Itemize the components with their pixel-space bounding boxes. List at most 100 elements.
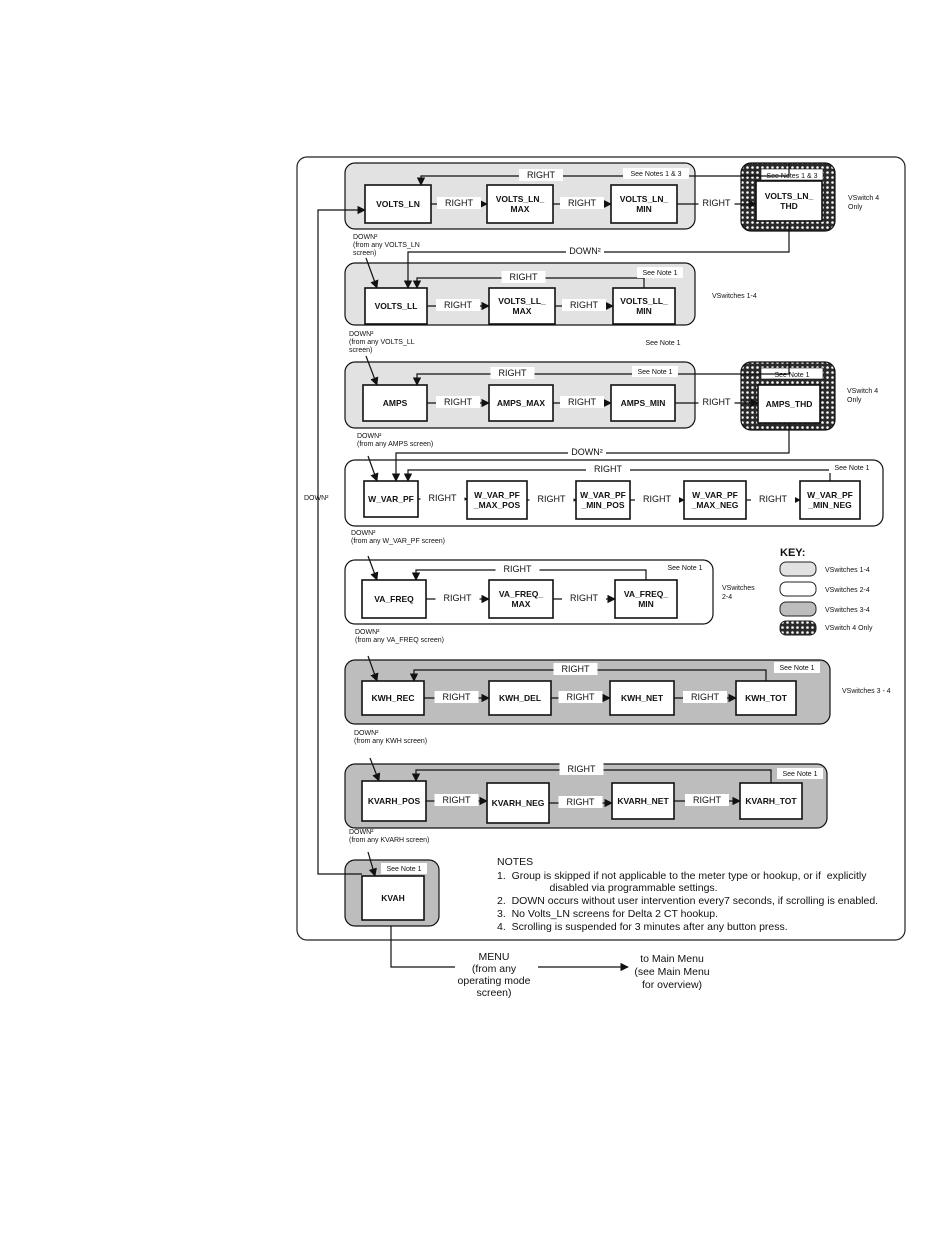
key-swatch-4 — [779, 620, 817, 636]
label-background — [558, 796, 603, 808]
right-label: RIGHT — [510, 272, 539, 282]
label-background — [559, 763, 604, 775]
right-label: RIGHT — [703, 198, 732, 208]
right-label: RIGHT — [443, 795, 472, 805]
right-loop-arrow — [416, 163, 790, 186]
label-background — [558, 691, 603, 703]
right-label: RIGHT — [703, 397, 732, 407]
screen-box — [361, 875, 425, 921]
screen-label: VA_FREQ — [374, 594, 414, 604]
down-arrow — [369, 757, 381, 782]
screen-label: W_VAR_PF — [474, 490, 520, 500]
right-label: RIGHT — [504, 564, 533, 574]
menu-target-3: for overview) — [642, 979, 702, 991]
screen-label: AMPS — [383, 398, 408, 408]
note-badge — [623, 168, 689, 179]
screen-box — [361, 579, 427, 619]
screen-label: VOLTS_LL_ — [498, 296, 546, 306]
down-label: (from any VOLTS_LL — [349, 339, 415, 346]
down-label: DOWN² — [351, 530, 376, 537]
label-background — [560, 197, 604, 209]
screen-box — [486, 184, 554, 224]
label-background — [698, 396, 735, 408]
vswitch-label: Only — [847, 397, 862, 404]
right-label: RIGHT — [594, 464, 623, 474]
screen-box — [611, 782, 675, 820]
screen-box — [757, 384, 821, 424]
right-label: RIGHT — [499, 368, 528, 378]
screen-label: MIN — [636, 306, 652, 316]
label-background — [553, 663, 598, 675]
note-label: See Note 1 — [667, 565, 702, 572]
screen-box — [364, 287, 428, 325]
note-1-cont: disabled via programmable settings. — [497, 882, 718, 894]
note-1: 1. Group is skipped if not applicable to… — [497, 870, 867, 882]
label-background — [435, 592, 480, 604]
outer-frame — [296, 156, 906, 941]
right-label: RIGHT — [567, 797, 596, 807]
screen-label: VOLTS_LN_ — [765, 191, 814, 201]
vswitch-label: 2-4 — [722, 594, 732, 601]
down-label: DOWN² — [354, 730, 379, 737]
right-label: RIGHT — [444, 300, 473, 310]
label-background — [436, 396, 480, 408]
down-label: DOWN² — [357, 433, 382, 440]
down-label: (from any KWH screen) — [354, 738, 427, 745]
note-label: See Notes 1 & 3 — [767, 173, 818, 180]
note-badge — [829, 462, 875, 473]
right-label: RIGHT — [691, 692, 720, 702]
down-arrow — [365, 257, 379, 289]
menu-line-2: (from any — [472, 963, 517, 975]
screen-box — [614, 579, 678, 619]
screen-label: KVARH_TOT — [745, 796, 797, 806]
note-label: See Notes 1 & 3 — [631, 171, 682, 178]
menu-exit: MENU (from any operating mode screen) to… — [390, 925, 710, 999]
right-loop-arrow — [412, 362, 790, 386]
note-badge — [760, 168, 824, 181]
down-label: (from any VOLTS_LN — [353, 242, 420, 249]
note-label: See Note 1 — [645, 340, 680, 347]
label-background — [436, 299, 480, 311]
label-background — [495, 563, 540, 575]
right-label: RIGHT — [429, 493, 458, 503]
down-label: DOWN² — [355, 629, 380, 636]
right-label: RIGHT — [567, 692, 596, 702]
vswitch-label: VSwitches 1-4 — [712, 293, 757, 300]
right-label: RIGHT — [443, 692, 472, 702]
screen-label: AMPS_MIN — [621, 398, 666, 408]
down-label: screen) — [349, 347, 372, 354]
down-arrow — [367, 455, 379, 482]
note-label: See Note 1 — [774, 372, 809, 379]
key-swatch-1 — [779, 561, 817, 577]
vswitch-label: VSwitches 3 - 4 — [842, 688, 891, 695]
screen-label: VOLTS_LN — [376, 199, 420, 209]
right-label: RIGHT — [570, 300, 599, 310]
note-badge — [637, 267, 683, 278]
down-label: (from any KVARH screen) — [349, 837, 429, 844]
screen-label: VOLTS_LL — [375, 301, 418, 311]
right-label: RIGHT — [568, 198, 597, 208]
screen-label: MAX — [512, 599, 531, 609]
right-label: RIGHT — [759, 494, 788, 504]
screen-label: VA_FREQ_ — [624, 589, 669, 599]
down-label: (from any AMPS screen) — [357, 441, 433, 448]
note-3: 3. No Volts_LN screens for Delta 2 CT ho… — [497, 908, 718, 920]
screen-label: KWH_REC — [372, 693, 415, 703]
down-label: DOWN² — [353, 234, 378, 241]
right-label: RIGHT — [568, 764, 597, 774]
screen-box — [488, 680, 552, 716]
notes-title: NOTES — [497, 856, 533, 868]
down-arrow — [367, 655, 379, 682]
menu-target-1: to Main Menu — [640, 953, 704, 965]
screen-label: KVARH_NET — [617, 796, 669, 806]
screen-label: MIN — [638, 599, 654, 609]
vswitch-label: VSwitch 4 — [847, 388, 878, 395]
screen-label: AMPS_MAX — [497, 398, 546, 408]
screen-box — [610, 384, 676, 422]
label-background — [490, 367, 535, 379]
label-background — [685, 794, 729, 806]
vswitch-label: VSwitches — [722, 585, 755, 592]
label-background — [683, 691, 727, 703]
label-background — [437, 197, 481, 209]
